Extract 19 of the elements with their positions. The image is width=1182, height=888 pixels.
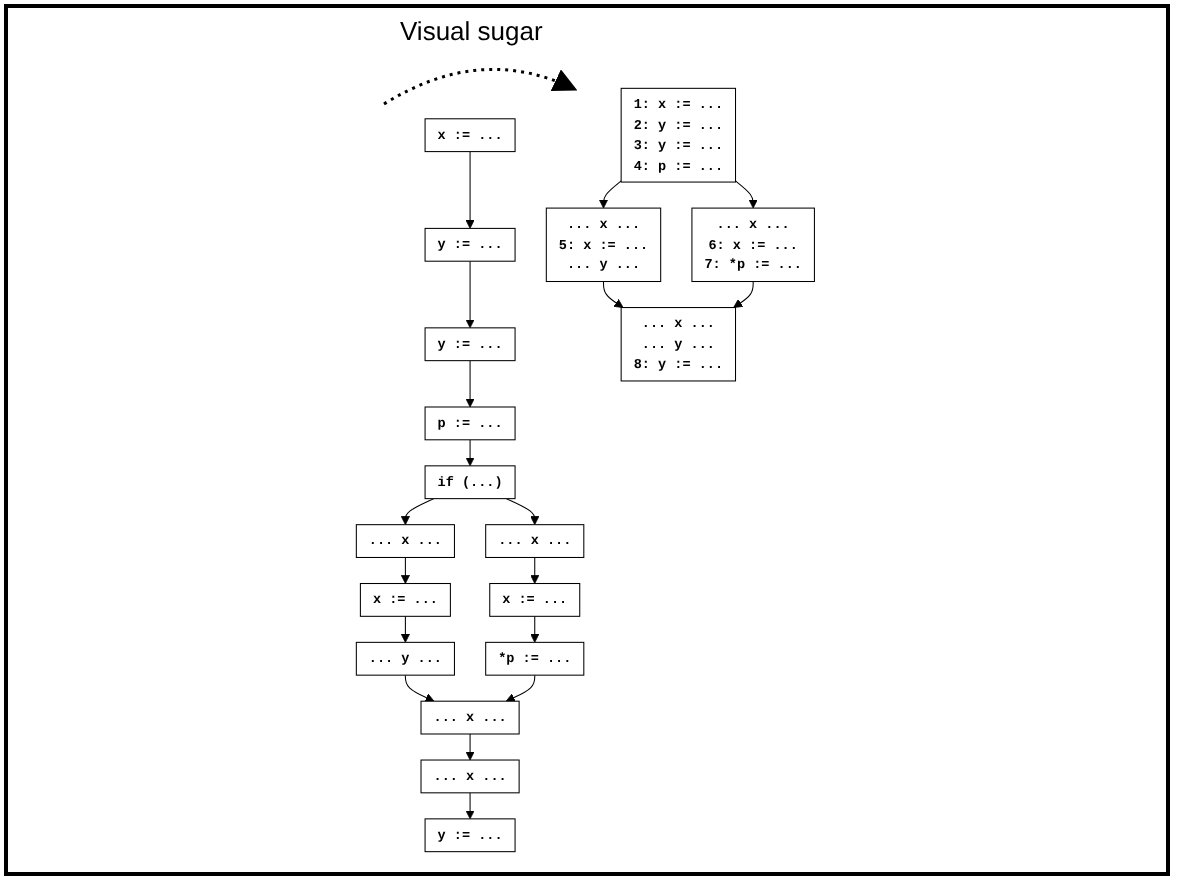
arrow [465, 360, 475, 408]
arrow [400, 615, 410, 643]
arrow [602, 281, 624, 308]
arrow [505, 498, 539, 526]
arrow [734, 180, 758, 209]
arrow [404, 674, 435, 702]
arrow [465, 151, 475, 229]
annotation-text: Visual sugar [400, 16, 543, 46]
arrow [529, 615, 539, 643]
arrow [529, 556, 539, 584]
arrow [465, 439, 475, 467]
arrow [598, 180, 622, 209]
arrow [465, 792, 475, 820]
arrow [505, 674, 535, 702]
arrow [465, 733, 475, 761]
arrow [400, 498, 435, 526]
arrow [732, 281, 754, 308]
arrow [400, 556, 410, 584]
arrow [465, 260, 475, 329]
